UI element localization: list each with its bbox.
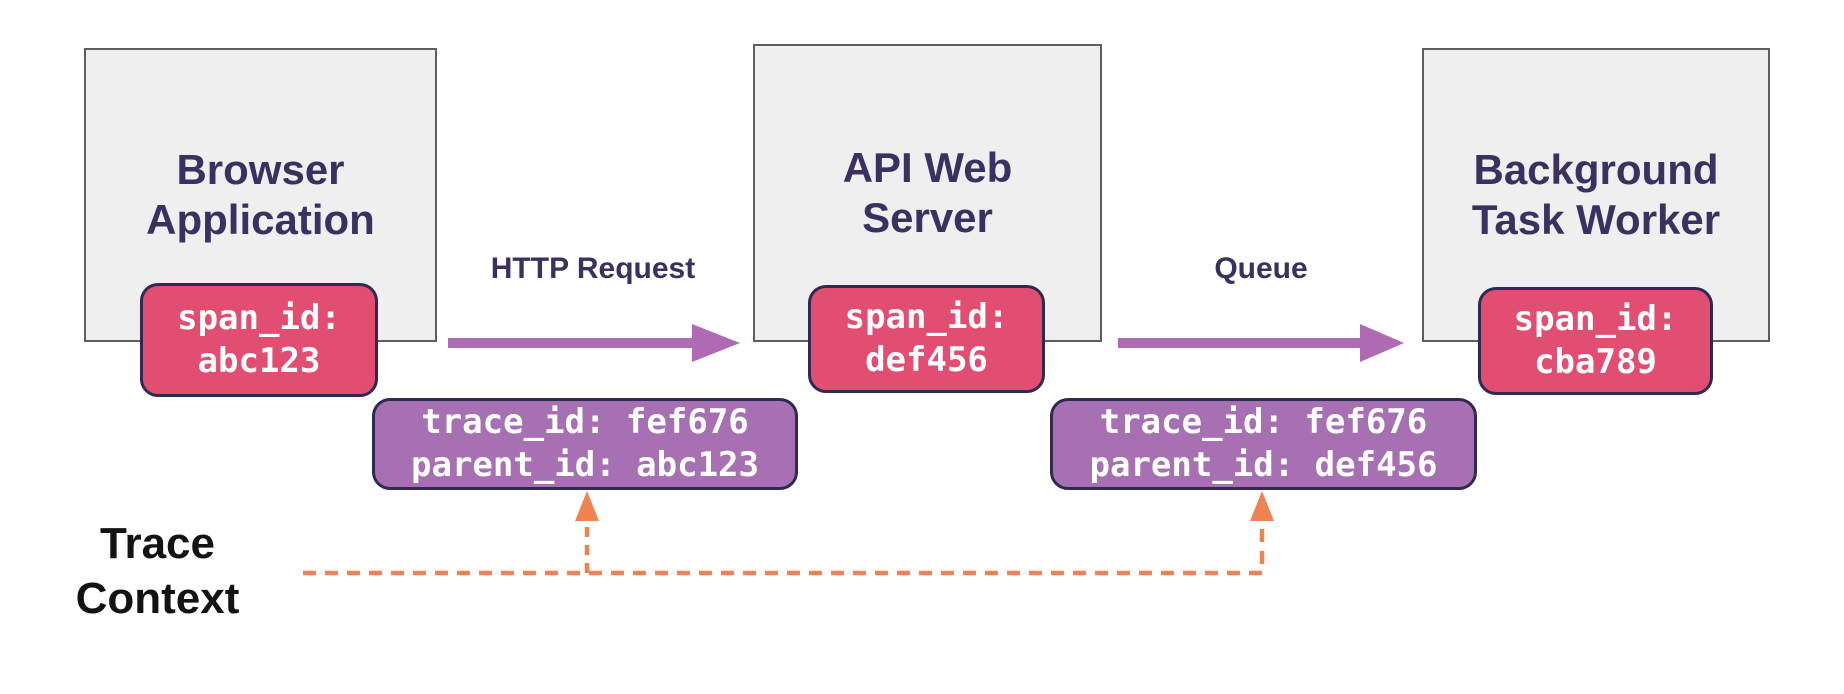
http-request-arrow: [448, 324, 740, 362]
parent-id-line: parent_id: def456: [1089, 445, 1438, 485]
node-title: API Web Server: [842, 144, 1013, 241]
trace-box-browser-to-api: trace_id: fef676 parent_id: abc123: [372, 398, 798, 490]
span-id-value: cba789: [1534, 342, 1657, 382]
span-id-value: abc123: [197, 341, 321, 381]
trace-box-api-to-worker: trace_id: fef676 parent_id: def456: [1050, 398, 1477, 490]
trace-context-arrowhead-left: [575, 491, 599, 521]
trace-id-line: trace_id: fef676: [1099, 402, 1428, 443]
trace-context-label: Trace Context: [75, 519, 240, 623]
queue-label: Queue: [1214, 252, 1308, 285]
trace-id-line: trace_id: fef676: [421, 402, 749, 443]
span-badge-api-server: span_id: def456: [808, 285, 1045, 393]
span-id-value: def456: [865, 340, 988, 380]
span-id-label: span_id:: [177, 298, 341, 339]
queue-arrow: [1118, 324, 1404, 362]
trace-context-arrowhead-right: [1250, 491, 1274, 521]
span-id-label: span_id:: [844, 297, 1009, 338]
trace-context-connector: [303, 491, 1274, 576]
node-title: Browser Application: [146, 146, 375, 243]
node-title: Background Task Worker: [1471, 146, 1721, 243]
parent-id-line: parent_id: abc123: [411, 445, 759, 485]
span-badge-browser: span_id: abc123: [140, 283, 378, 397]
span-id-label: span_id:: [1513, 299, 1678, 340]
http-request-label: HTTP Request: [490, 252, 696, 285]
span-badge-task-worker: span_id: cba789: [1478, 287, 1713, 395]
